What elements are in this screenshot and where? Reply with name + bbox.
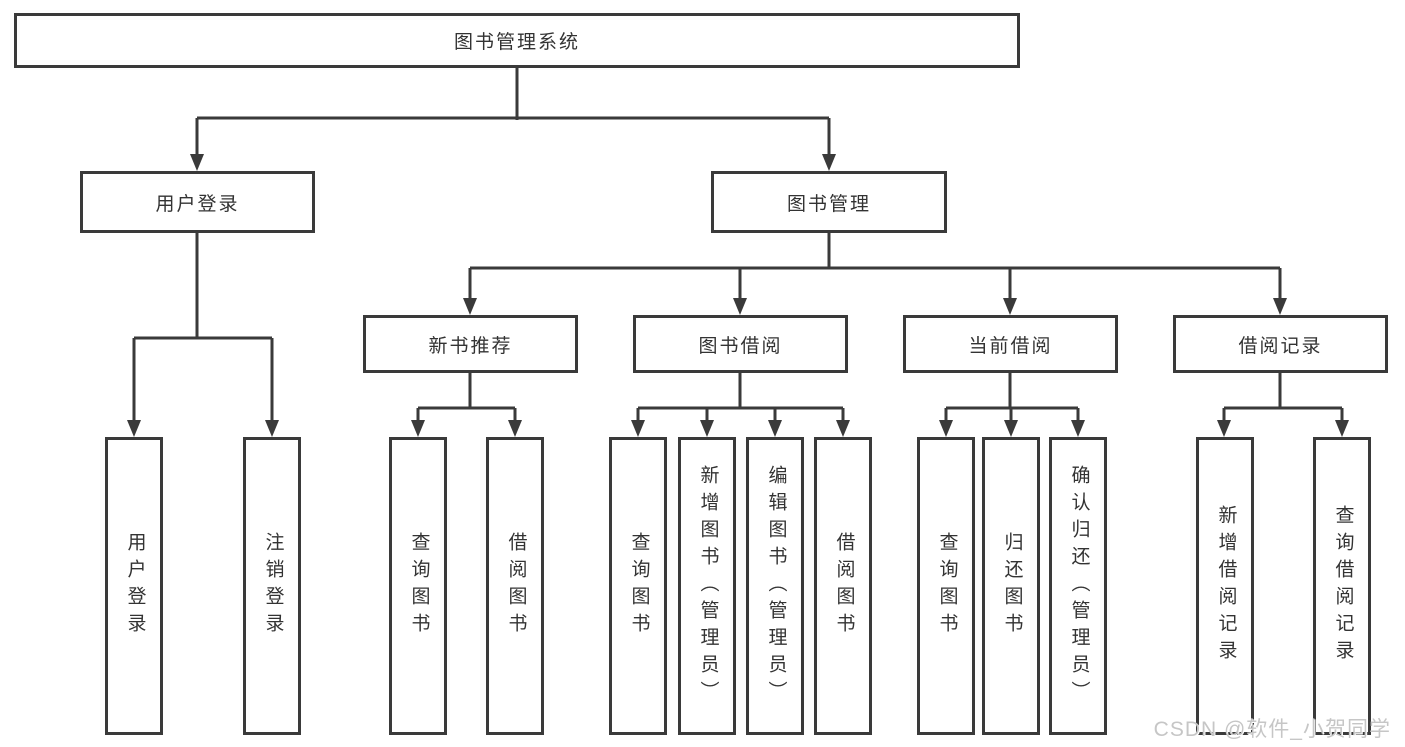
leaf-current-query-books: 查询图书 [917, 437, 975, 735]
csdn-watermark: CSDN @软件_小贺同学 [1153, 718, 1391, 741]
leaf-newbooks-query-books: 查询图书 [389, 437, 447, 735]
leaf-records-query-borrow-record-label: 查询借阅记录 [1332, 505, 1354, 667]
node-book-management-label: 图书管理 [786, 193, 871, 215]
leaf-borrowing-add-books-admin: 新增图书（管理员） [678, 437, 736, 735]
node-new-book-recommend: 新书推荐 [363, 315, 578, 373]
leaf-records-add-borrow-record: 新增借阅记录 [1196, 437, 1254, 735]
node-borrowing-records: 借阅记录 [1173, 315, 1388, 373]
leaf-records-query-borrow-record: 查询借阅记录 [1313, 437, 1371, 735]
leaf-borrowing-borrow-books-label: 借阅图书 [833, 532, 855, 640]
leaf-user-login: 用户登录 [105, 437, 163, 735]
node-book-borrowing: 图书借阅 [633, 315, 848, 373]
node-new-book-recommend-label: 新书推荐 [428, 335, 513, 357]
node-borrowing-records-label: 借阅记录 [1238, 335, 1323, 357]
arrowhead-group [127, 154, 1349, 437]
node-user-login: 用户登录 [80, 171, 315, 233]
leaf-borrowing-query-books: 查询图书 [609, 437, 667, 735]
node-current-borrowing-label: 当前借阅 [968, 335, 1053, 357]
leaf-newbooks-query-books-label: 查询图书 [408, 532, 430, 640]
node-user-login-label: 用户登录 [155, 193, 240, 215]
leaf-current-confirm-return-admin: 确认归还（管理员） [1049, 437, 1107, 735]
leaf-borrowing-edit-books-admin-label: 编辑图书（管理员） [765, 464, 787, 708]
leaf-newbooks-borrow-books: 借阅图书 [486, 437, 544, 735]
leaf-user-login-label: 用户登录 [124, 532, 146, 640]
node-book-management: 图书管理 [711, 171, 947, 233]
leaf-records-add-borrow-record-label: 新增借阅记录 [1215, 505, 1237, 667]
leaf-borrowing-add-books-admin-label: 新增图书（管理员） [697, 464, 719, 708]
leaf-current-query-books-label: 查询图书 [936, 532, 958, 640]
leaf-borrowing-borrow-books: 借阅图书 [814, 437, 872, 735]
leaf-logout-login: 注销登录 [243, 437, 301, 735]
node-current-borrowing: 当前借阅 [903, 315, 1118, 373]
leaf-borrowing-query-books-label: 查询图书 [628, 532, 650, 640]
leaf-current-return-books: 归还图书 [982, 437, 1040, 735]
leaf-current-return-books-label: 归还图书 [1001, 532, 1023, 640]
node-root-label: 图书管理系统 [453, 32, 580, 53]
leaf-newbooks-borrow-books-label: 借阅图书 [505, 532, 527, 640]
leaf-current-confirm-return-admin-label: 确认归还（管理员） [1068, 464, 1090, 708]
node-book-borrowing-label: 图书借阅 [698, 335, 783, 357]
leaf-logout-login-label: 注销登录 [262, 532, 284, 640]
leaf-borrowing-edit-books-admin: 编辑图书（管理员） [746, 437, 804, 735]
node-root: 图书管理系统 [14, 13, 1020, 68]
